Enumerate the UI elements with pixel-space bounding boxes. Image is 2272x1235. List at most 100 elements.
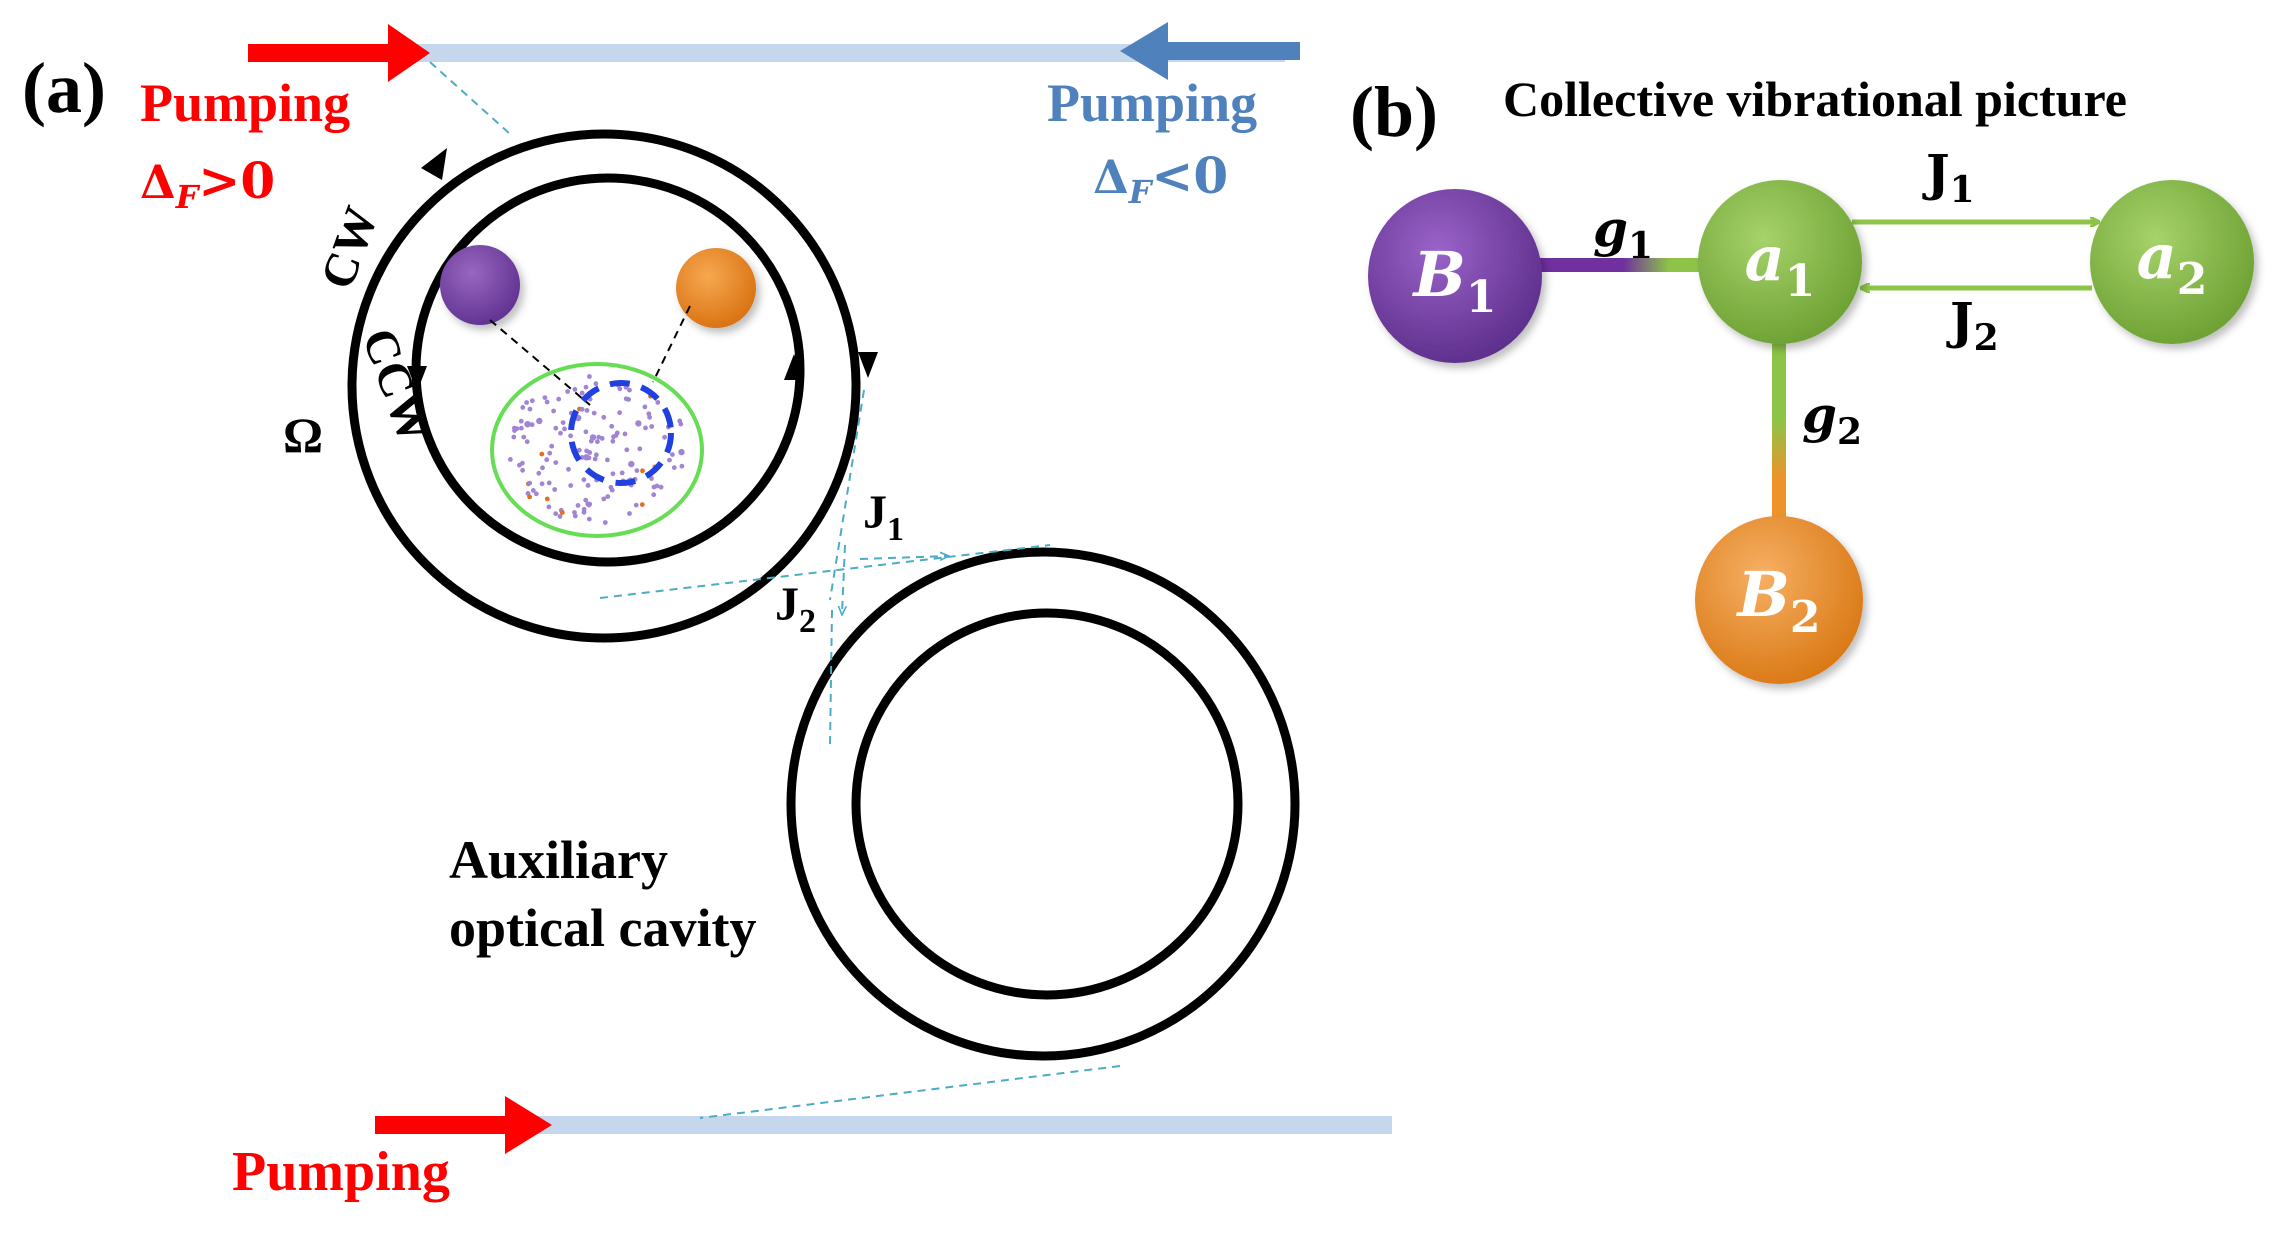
molecule-dot [565,389,570,394]
molecule-dot [581,509,587,515]
molecule-dot [634,468,640,473]
cw-arrow-marker [421,148,447,180]
panel-b-label: (b) [1350,72,1438,152]
molecule-dot [527,494,532,500]
molecule-dot [602,520,608,525]
aux-cavity-label-line1: Auxiliary [449,830,668,890]
j1-label-a: J1 [863,486,904,548]
molecule-dot [610,471,616,477]
molecule-dot [583,454,590,461]
molecule-dot [643,425,648,431]
molecule-dot [583,384,589,390]
svg-text:B1: B1 [1411,238,1496,323]
molecule-dot [526,421,532,427]
molecule-cluster [508,374,685,525]
molecule-dot [579,390,585,396]
pump-right-label: Pumping [1047,73,1257,133]
molecule-dot [608,484,614,490]
pump-arrow-red-bottom [375,1096,552,1154]
molecule-dot [562,426,567,432]
molecule-dot [530,488,536,493]
molecule-dot [591,410,597,416]
molecule-dot [640,468,645,474]
molecule-dot [553,460,559,465]
molecule-dot [544,457,550,463]
molecule-dot [642,404,648,410]
molecule-dot [521,434,527,440]
molecule-dot [542,395,548,400]
svg-text:B2: B2 [1735,558,1820,643]
molecule-dot [557,514,563,519]
molecule-dot [512,425,517,431]
aux-cavity-label-line2: optical cavity [449,898,756,958]
molecule-dot [552,487,558,492]
molecule-dot [658,484,664,490]
molecule-dot [572,510,577,515]
molecule-dot [559,510,565,515]
pump-arrow-red-top [248,24,430,82]
j2-label-a: J2 [775,578,816,640]
node-b1: B1 [1368,189,1542,363]
molecule-dot [601,496,607,502]
molecule-dot [520,405,526,410]
molecule-dot [670,452,675,457]
molecule-dot [671,465,677,470]
molecule-dot [662,434,667,440]
panel-b: (b) Collective vibrational picture B1 a1… [1350,71,2254,684]
molecule-dot [556,396,562,402]
j1-label-b: J1 [1922,143,1975,211]
molecule-dot [524,439,530,445]
dashed-mode-region [568,380,674,486]
panel-a: (a) Pumping ΔF>0 Pumping ΔF<0 Pumping CW… [22,22,1392,1203]
ccw-arrow-marker [407,366,427,392]
molecule-dot [517,462,522,468]
molecule-dot [533,491,539,497]
molecule-dot [584,408,590,413]
molecule-dot [649,476,654,481]
molecule-dot [610,438,616,444]
pump-bottom-label: Pumping [232,1141,450,1203]
molecule-dot [619,470,625,476]
molecule-dot [601,414,607,420]
molecule-dot [622,431,628,437]
molecule-dot [651,492,657,498]
omega-label: Ω [283,407,323,463]
molecule-dot [667,457,672,463]
molecule-dot [520,467,525,473]
molecule-dot [633,502,639,508]
molecule-dot [647,414,652,420]
orange-link-line [652,305,691,383]
molecule-dot [628,460,635,468]
coupling-lines [429,61,1121,1119]
molecule-dot [527,406,533,412]
ring-arrow-up-marker [784,354,804,380]
molecule-dot [544,496,550,502]
svg-text:a1: a1 [1745,222,1816,307]
g2-label: g2 [1802,385,1862,453]
molecule-dot [605,457,610,463]
molecule-dot [524,400,529,405]
molecule-dot [639,502,645,507]
molecule-dot [583,429,589,435]
molecule-dot [595,439,600,445]
molecule-dot [536,417,543,425]
bottom-waveguide [530,1116,1392,1134]
molecule-dot [540,465,545,471]
molecule-dot [539,451,545,457]
molecule-dot [587,374,592,379]
molecule-dot [614,430,620,436]
molecule-dot [592,456,598,462]
panel-a-label: (a) [22,48,106,128]
molecule-dot [635,420,642,427]
molecule-dot [649,424,655,429]
ring-arrow-down-marker [858,352,878,378]
node-b2: B2 [1695,516,1863,684]
molecule-dot [551,408,556,414]
molecule-dot [553,425,559,431]
molecule-dot [546,480,552,486]
molecule-dot [588,438,594,444]
molecule-dot [587,450,593,455]
outer-ring-main [347,129,861,643]
top-waveguide [270,44,1285,62]
node-a1: a1 [1698,180,1862,344]
